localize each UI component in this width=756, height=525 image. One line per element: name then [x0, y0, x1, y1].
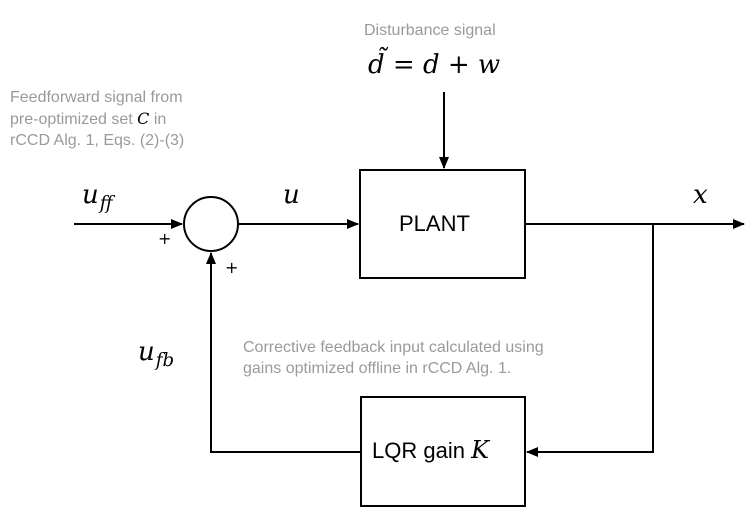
state-feedback-path [526, 224, 654, 457]
feedback-note: Corrective feedback input calculated usi… [243, 337, 544, 379]
signal-u-fb: ufb [138, 337, 175, 372]
summing-junction [183, 196, 239, 252]
gain-k-symbol: K [471, 436, 489, 464]
signal-x: x [693, 180, 708, 210]
feedforward-note: Feedforward signal from pre-optimized se… [10, 87, 184, 151]
plus-sign-bottom: + [225, 258, 239, 277]
set-c-symbol: C [137, 109, 150, 128]
feedback-note-line1: Corrective feedback input calculated usi… [243, 339, 544, 356]
disturbance-equation: d̃ = d + w [368, 50, 501, 80]
disturbance-label: Disturbance signal [364, 22, 496, 39]
feedback-note-line2: gains optimized offline in rCCD Alg. 1. [243, 360, 512, 377]
plus-sign-left: + [158, 229, 172, 248]
plant-label: PLANT [399, 211, 470, 236]
feedback-return-path [206, 252, 361, 453]
feedforward-note-line2: pre-optimized set C in [10, 109, 167, 128]
lqr-label: LQR gain K [372, 436, 489, 464]
feedforward-note-line3: rCCD Alg. 1, Eqs. (2)-(3) [10, 132, 185, 149]
feedforward-note-line1: Feedforward signal from [10, 89, 183, 106]
signal-u-ff: uff [82, 180, 113, 215]
signal-u: u [283, 180, 300, 210]
